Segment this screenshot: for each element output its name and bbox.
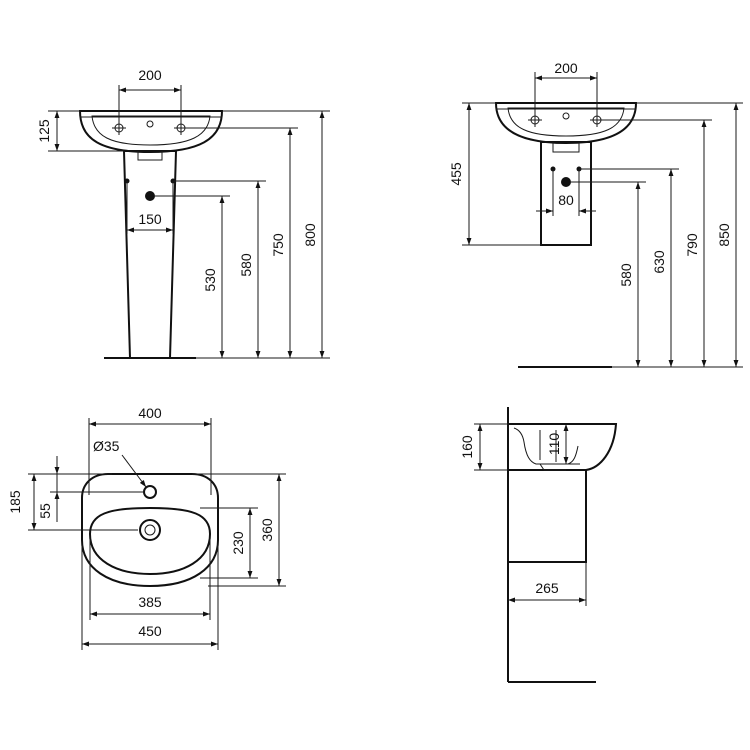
dim-overall-depth: 360 <box>259 518 275 542</box>
dim-overall-height: 800 <box>302 223 318 247</box>
front-semi-pedestal-view: 200 455 80 580 630 790 850 <box>448 60 743 368</box>
waste-point-icon <box>145 191 155 201</box>
dim-bowl-inner-width: 385 <box>138 594 162 610</box>
bowl-outline <box>88 506 212 576</box>
dim-supply-height: 580 <box>238 253 254 277</box>
basin-plan-outline <box>81 473 219 588</box>
waste-hole-inner-icon <box>144 524 156 536</box>
dim-top-inner-height: 750 <box>270 233 286 257</box>
dim-centre-depth: 185 <box>7 490 23 514</box>
dim-waste-height: 580 <box>618 263 634 287</box>
pedestal-outline <box>122 150 178 359</box>
dim-overall-width: 450 <box>138 623 162 639</box>
side-view: 160 110 265 <box>459 407 618 683</box>
waste-hole-icon <box>139 519 161 541</box>
waste-point-icon <box>561 177 571 187</box>
dim-overall-height: 850 <box>716 223 732 247</box>
pedestal-notch <box>137 151 163 161</box>
front-pedestal-view: 200 125 150 530 580 750 800 <box>36 67 330 359</box>
basin-inner-outline <box>91 115 211 146</box>
waste-trap-contour <box>539 430 566 471</box>
leader-line <box>121 454 147 488</box>
tap-hole-icon <box>143 485 157 499</box>
dim-bowl-depth: 110 <box>546 433 562 456</box>
dim-waste-spacing: 80 <box>558 192 574 208</box>
dim-bowl-width: 400 <box>138 405 162 421</box>
basin-inner-outline <box>507 107 625 137</box>
dim-waste-spacing: 150 <box>138 211 162 227</box>
dim-tap-offset: 55 <box>37 503 53 519</box>
dim-supply-height: 630 <box>651 250 667 274</box>
bowl-inner-contour <box>513 427 579 465</box>
overflow-hole-icon <box>562 112 570 120</box>
dim-projection: 265 <box>535 580 559 596</box>
basin-side-outline <box>508 423 618 471</box>
dim-tap-hole-diameter: Ø35 <box>93 438 120 454</box>
dim-basin-height: 160 <box>459 435 475 459</box>
dim-waste-height: 530 <box>202 268 218 292</box>
dim-tap-spacing: 200 <box>138 67 162 83</box>
plan-view: 400 Ø35 185 55 230 360 385 450 <box>7 405 286 650</box>
pedestal-side-outline <box>508 470 587 563</box>
dim-top-inner-height: 790 <box>684 233 700 257</box>
dim-basin-height: 125 <box>36 119 52 143</box>
dim-pedestal-height: 455 <box>448 162 464 186</box>
overflow-hole-icon <box>146 120 154 128</box>
dim-bowl-depth: 230 <box>230 531 246 555</box>
dim-tap-spacing: 200 <box>554 60 578 76</box>
pedestal-notch <box>552 142 580 153</box>
